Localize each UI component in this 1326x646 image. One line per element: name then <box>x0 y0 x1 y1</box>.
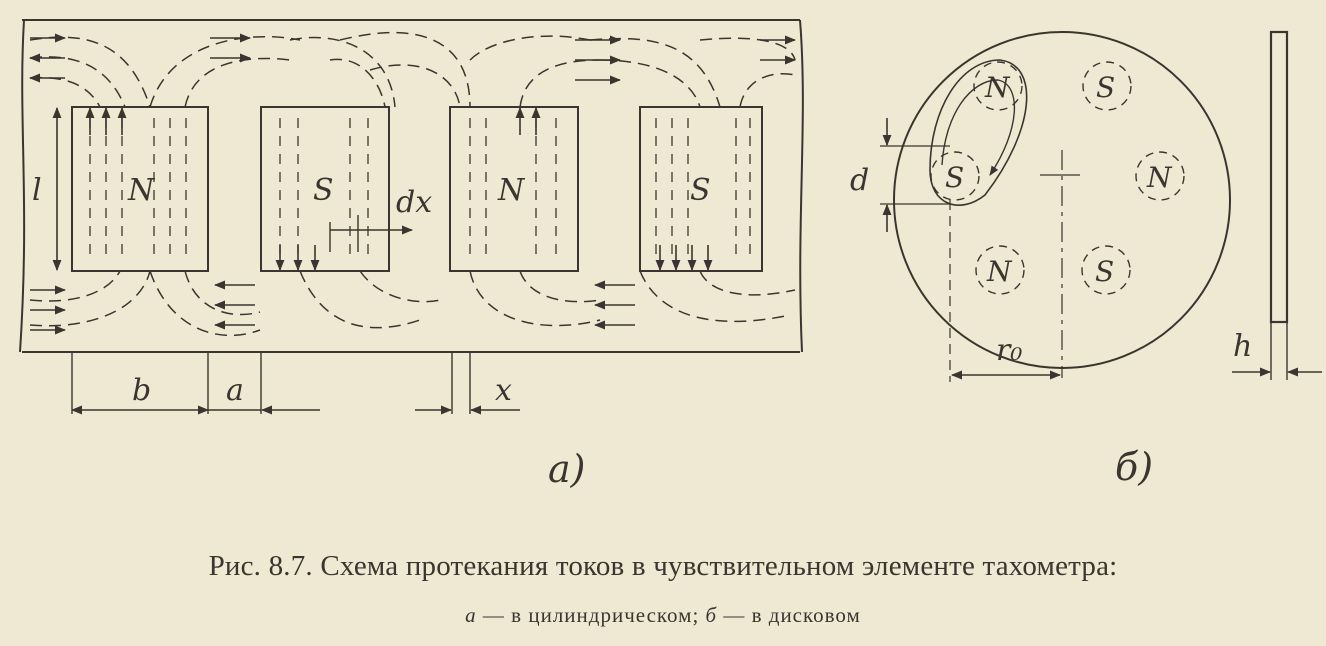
strip-left-break <box>19 19 26 353</box>
disk-side-view <box>1269 30 1289 324</box>
pole-label-a-2: S <box>313 173 334 208</box>
pole-rect-2 <box>260 106 390 272</box>
current-hatch <box>89 118 751 262</box>
dim-b-label: b <box>132 373 151 408</box>
caption-a-text: — в цилиндрическом; <box>476 603 706 627</box>
pole-circle-b-2 <box>1082 61 1132 111</box>
caption-b-letter: б <box>705 603 718 627</box>
pole-label-b-6: S <box>1095 255 1114 288</box>
pole-circle-b-5 <box>975 245 1025 295</box>
dim-r0-label: r₀ <box>996 333 1022 368</box>
panel-label-b: б) <box>1115 445 1153 489</box>
figure-a <box>19 19 804 415</box>
current-arrows <box>28 33 797 335</box>
pole-label-a-3: N <box>497 173 526 208</box>
dim-h-label: h <box>1233 329 1252 364</box>
dim-d-label: d <box>850 163 869 198</box>
caption-b-text: — в дисковом <box>717 603 861 627</box>
dim-l-label: l <box>32 173 42 208</box>
figure-caption-line2: а — в цилиндрическом; б — в дисковом <box>0 603 1326 628</box>
pole-label-b-2: S <box>1096 71 1115 104</box>
pole-label-b-5: N <box>986 255 1013 288</box>
pole-label-b-3: S <box>945 161 964 194</box>
dim-a-label: a <box>226 373 244 408</box>
figure-b <box>880 30 1322 382</box>
caption-a-letter: а <box>465 603 477 627</box>
dim-dx-label: dx <box>396 185 432 220</box>
pole-label-b-4: N <box>1146 161 1173 194</box>
pole-rect-1 <box>71 106 209 272</box>
pole-circle-b-1 <box>973 61 1023 111</box>
dim-x-label: x <box>495 373 512 408</box>
eddy-loop-b <box>929 59 1028 206</box>
pole-circle-b-4 <box>1135 151 1185 201</box>
pole-circle-b-6 <box>1081 245 1131 295</box>
panel-label-a: a) <box>548 447 585 491</box>
strip-right-break <box>799 19 804 353</box>
pole-label-a-4: S <box>690 173 711 208</box>
figure-caption-line1: Рис. 8.7. Схема протекания токов в чувст… <box>208 550 1118 582</box>
eddy-loops-top <box>29 31 796 108</box>
pole-label-b-1: N <box>984 71 1011 104</box>
eddy-loops-bottom <box>29 270 796 337</box>
pole-rect-3 <box>449 106 579 272</box>
pole-rect-4 <box>639 106 763 272</box>
pole-label-a-1: N <box>127 173 156 208</box>
